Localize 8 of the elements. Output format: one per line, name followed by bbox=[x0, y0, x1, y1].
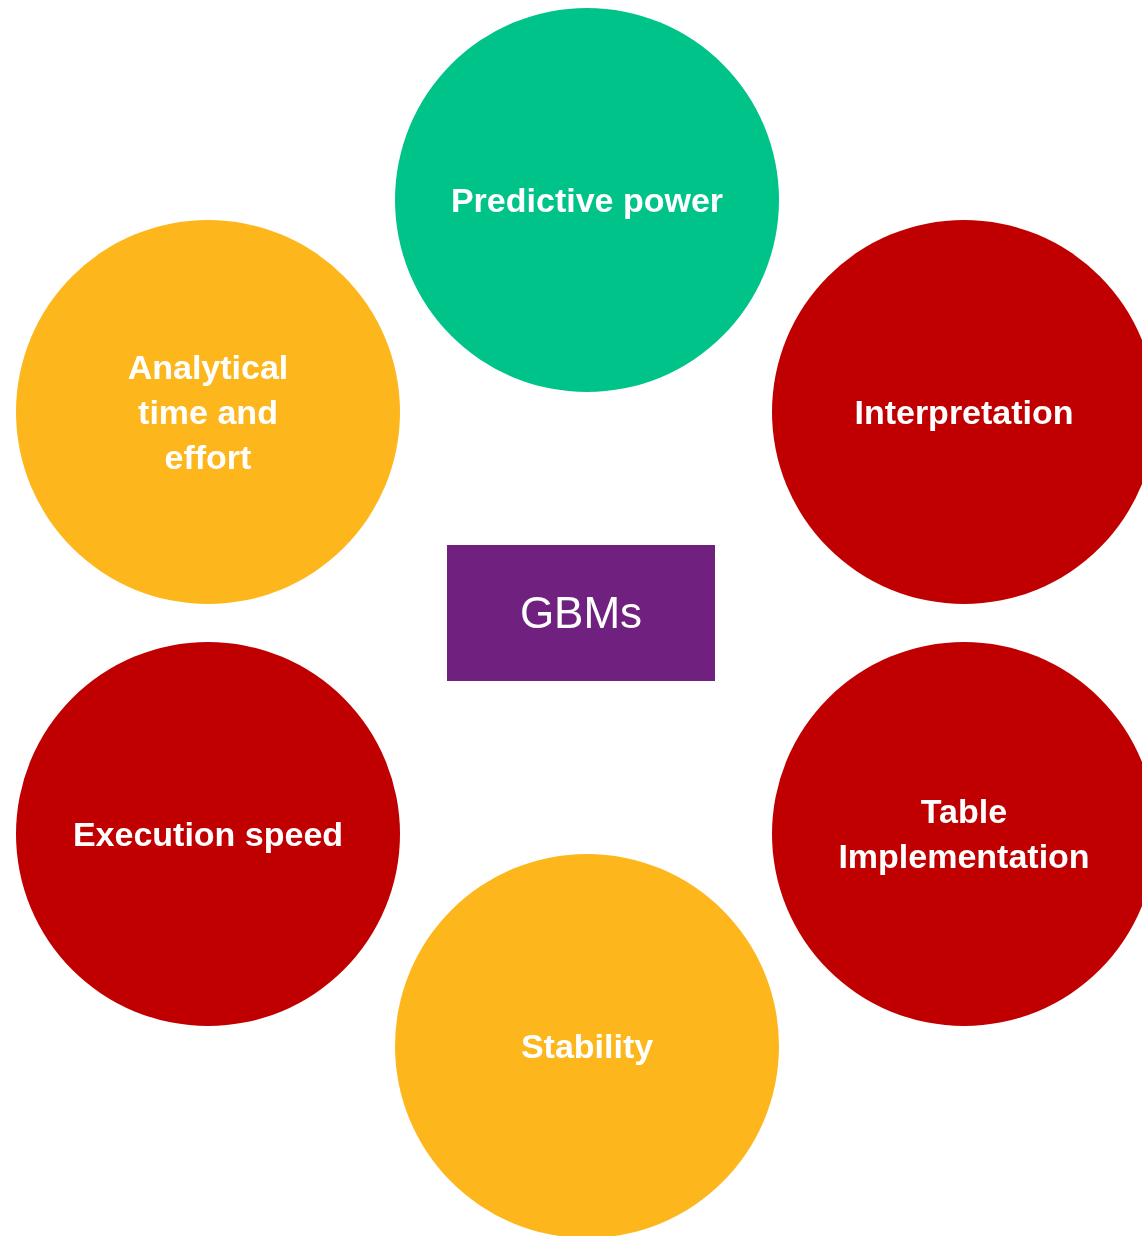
circle-label: Execution speed bbox=[72, 813, 344, 855]
center-label: GBMs bbox=[519, 587, 643, 639]
circle-label: Table Implementation bbox=[837, 791, 1091, 877]
circle-label: Analytical time and effort bbox=[126, 346, 290, 478]
circle-label: Stability bbox=[520, 1025, 654, 1067]
center-box bbox=[447, 545, 715, 681]
circle-label: Predictive power bbox=[450, 179, 724, 221]
circle-label: Interpretation bbox=[854, 391, 1074, 433]
